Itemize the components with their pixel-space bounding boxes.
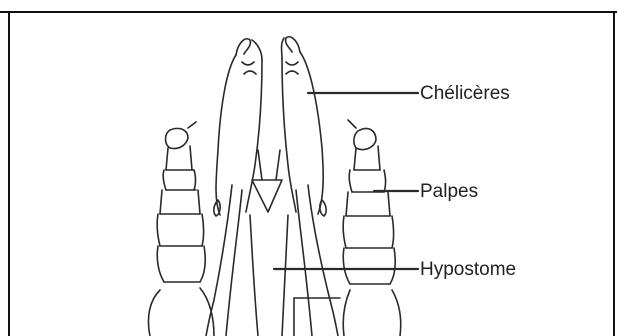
label-chelicerae: Chélicères xyxy=(420,83,510,105)
label-hypostome: Hypostome xyxy=(420,259,516,281)
right-chelicera xyxy=(282,37,324,214)
label-palps: Palpes xyxy=(420,181,478,203)
right-palp xyxy=(343,120,401,336)
hypostome-body xyxy=(206,185,340,336)
left-chelicera xyxy=(216,39,262,215)
left-palp xyxy=(148,122,214,336)
